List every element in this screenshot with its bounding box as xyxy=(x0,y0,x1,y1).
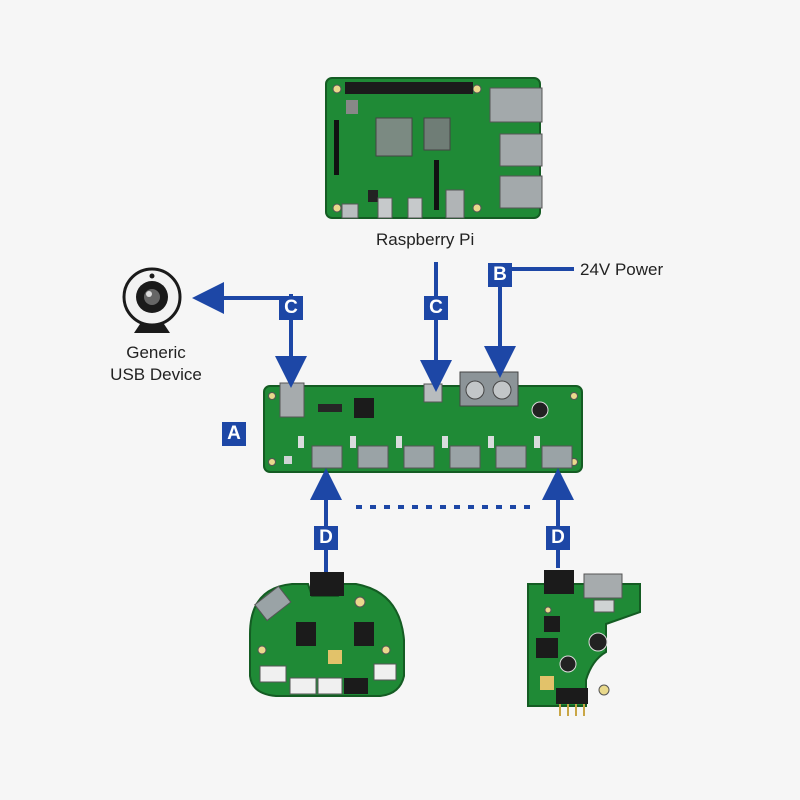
usb-device-label-line2: USB Device xyxy=(110,365,202,384)
right-module-board xyxy=(527,570,641,716)
usb-device-label: Generic USB Device xyxy=(98,342,214,386)
badge-c-center: C xyxy=(424,296,448,320)
badge-d-left: D xyxy=(314,526,338,550)
power-label: 24V Power xyxy=(580,260,664,279)
badge-a: A xyxy=(222,422,246,446)
webcam-icon xyxy=(122,267,182,333)
hub-board xyxy=(263,371,583,473)
badge-b: B xyxy=(488,263,512,287)
raspberry-pi-label: Raspberry Pi xyxy=(376,230,475,249)
left-module-board xyxy=(249,572,405,697)
usb-device-label-line1: Generic xyxy=(126,343,186,362)
badge-c-left: C xyxy=(279,296,303,320)
badge-d-right: D xyxy=(546,526,570,550)
raspberry-pi-board xyxy=(325,77,543,219)
